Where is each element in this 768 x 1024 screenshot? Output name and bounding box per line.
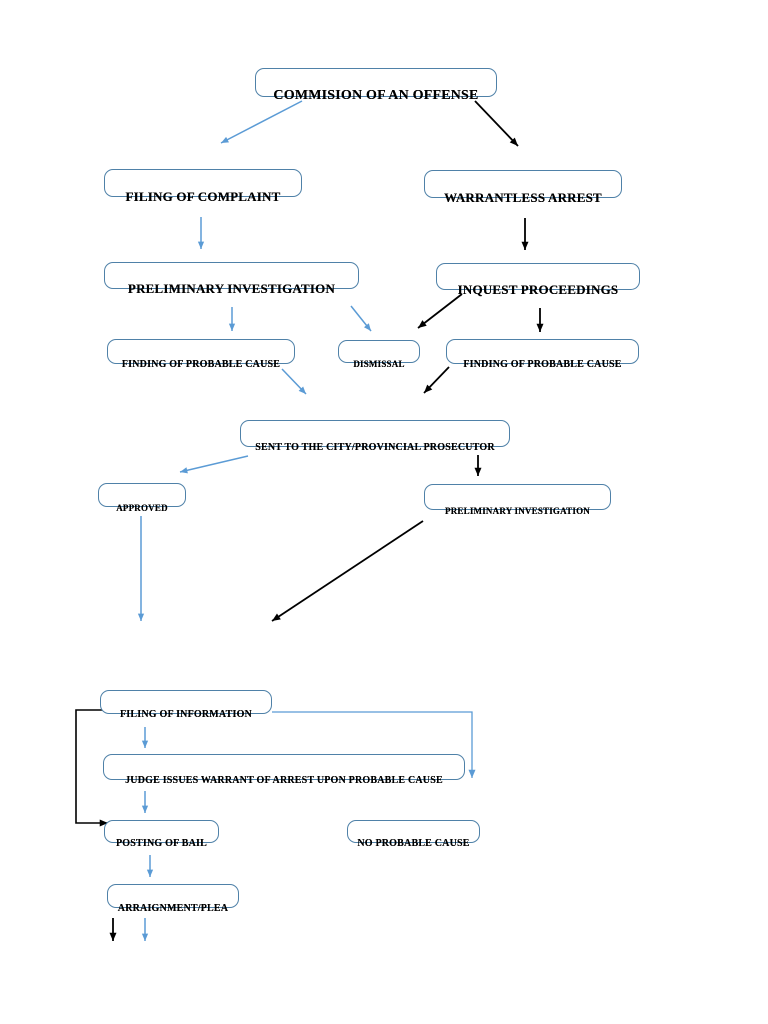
flow-node-sent_prosecutor: SENT TO THE CITY/PROVINCIAL PROSECUTOR — [240, 420, 510, 453]
flow-node-finding_pc_2: FINDING OF PROBABLE CAUSE — [446, 339, 639, 370]
connector-inquest-to-finding — [536, 308, 544, 332]
flow-node-arraignment: ARRAIGNMENT/PLEA — [107, 884, 239, 914]
connector-left-bracket-to-bail — [75, 709, 110, 827]
flow-node-label-posting_bail: POSTING OF BAIL — [116, 838, 207, 849]
flow-node-label-approved: APPROVED — [116, 503, 168, 513]
flow-node-inquest: INQUEST PROCEEDINGS — [436, 263, 640, 296]
connector-sent-to-prelim2 — [474, 455, 482, 476]
flow-node-label-commision: COMMISION OF AN OFFENSE — [273, 88, 479, 103]
flow-node-label-prelim_inv_1: PRELIMINARY INVESTIGATION — [127, 281, 336, 296]
flow-node-approved: APPROVED — [98, 483, 186, 513]
flow-node-prelim_inv_1: PRELIMINARY INVESTIGATION — [104, 262, 359, 295]
flow-node-prelim_inv_2: PRELIMINARY INVESTIGATION — [424, 484, 611, 516]
connector-filinginfo-to-noprobable — [272, 711, 476, 778]
flow-node-label-inquest: INQUEST PROCEEDINGS — [457, 282, 619, 297]
connector-filinginfo-to-judge — [141, 727, 149, 748]
flow-node-dismissal: DISMISSAL — [338, 340, 420, 369]
connector-prelim-to-dismissal — [350, 305, 372, 332]
connector-commision-to-filing — [220, 100, 303, 144]
connector-arraignment-out-blue — [141, 918, 149, 941]
connector-judge-to-bail — [141, 791, 149, 813]
connector-commision-to-warrantless — [474, 100, 519, 147]
flow-node-judge_warrant: JUDGE ISSUES WARRANT OF ARREST UPON PROB… — [103, 754, 465, 786]
connector-finding1-to-sent — [281, 368, 307, 395]
connector-arraignment-out-black — [109, 918, 117, 941]
flow-node-posting_bail: POSTING OF BAIL — [104, 820, 219, 849]
connector-filing-to-prelim — [197, 217, 205, 249]
flow-node-label-arraignment: ARRAIGNMENT/PLEA — [117, 903, 229, 914]
connector-approved-to-filinginfo — [137, 516, 145, 621]
flow-node-label-no_probable: NO PROBABLE CAUSE — [357, 838, 470, 849]
flow-node-label-warrantless: WARRANTLESS ARREST — [444, 190, 602, 205]
flow-node-finding_pc_1: FINDING OF PROBABLE CAUSE — [107, 339, 295, 370]
flow-node-label-finding_pc_2: FINDING OF PROBABLE CAUSE — [463, 359, 622, 370]
flow-node-filing_info: FILING OF INFORMATION — [100, 690, 272, 720]
flow-node-label-sent_prosecutor: SENT TO THE CITY/PROVINCIAL PROSECUTOR — [255, 442, 495, 453]
connector-finding2-to-sent — [423, 366, 450, 394]
flow-node-label-judge_warrant: JUDGE ISSUES WARRANT OF ARREST UPON PROB… — [125, 775, 443, 786]
flow-node-label-filing_info: FILING OF INFORMATION — [120, 709, 252, 720]
flow-node-label-prelim_inv_2: PRELIMINARY INVESTIGATION — [445, 506, 590, 516]
flow-node-label-dismissal: DISMISSAL — [353, 359, 405, 369]
flow-node-label-filing_complaint: FILING OF COMPLAINT — [125, 189, 281, 204]
connector-sent-to-approved — [179, 455, 249, 474]
connector-bail-to-arraignment — [146, 855, 154, 877]
connector-prelim-to-finding — [228, 307, 236, 331]
flow-node-commision: COMMISION OF AN OFFENSE — [255, 68, 497, 103]
connector-inquest-to-dismissal — [417, 293, 463, 329]
flow-node-warrantless: WARRANTLESS ARREST — [424, 170, 622, 204]
connector-prelim2-to-filinginfo — [271, 520, 424, 622]
flow-node-filing_complaint: FILING OF COMPLAINT — [104, 169, 302, 203]
connector-warrantless-to-inquest — [521, 218, 529, 250]
flow-node-label-finding_pc_1: FINDING OF PROBABLE CAUSE — [121, 359, 281, 370]
flow-node-no_probable: NO PROBABLE CAUSE — [347, 820, 480, 849]
